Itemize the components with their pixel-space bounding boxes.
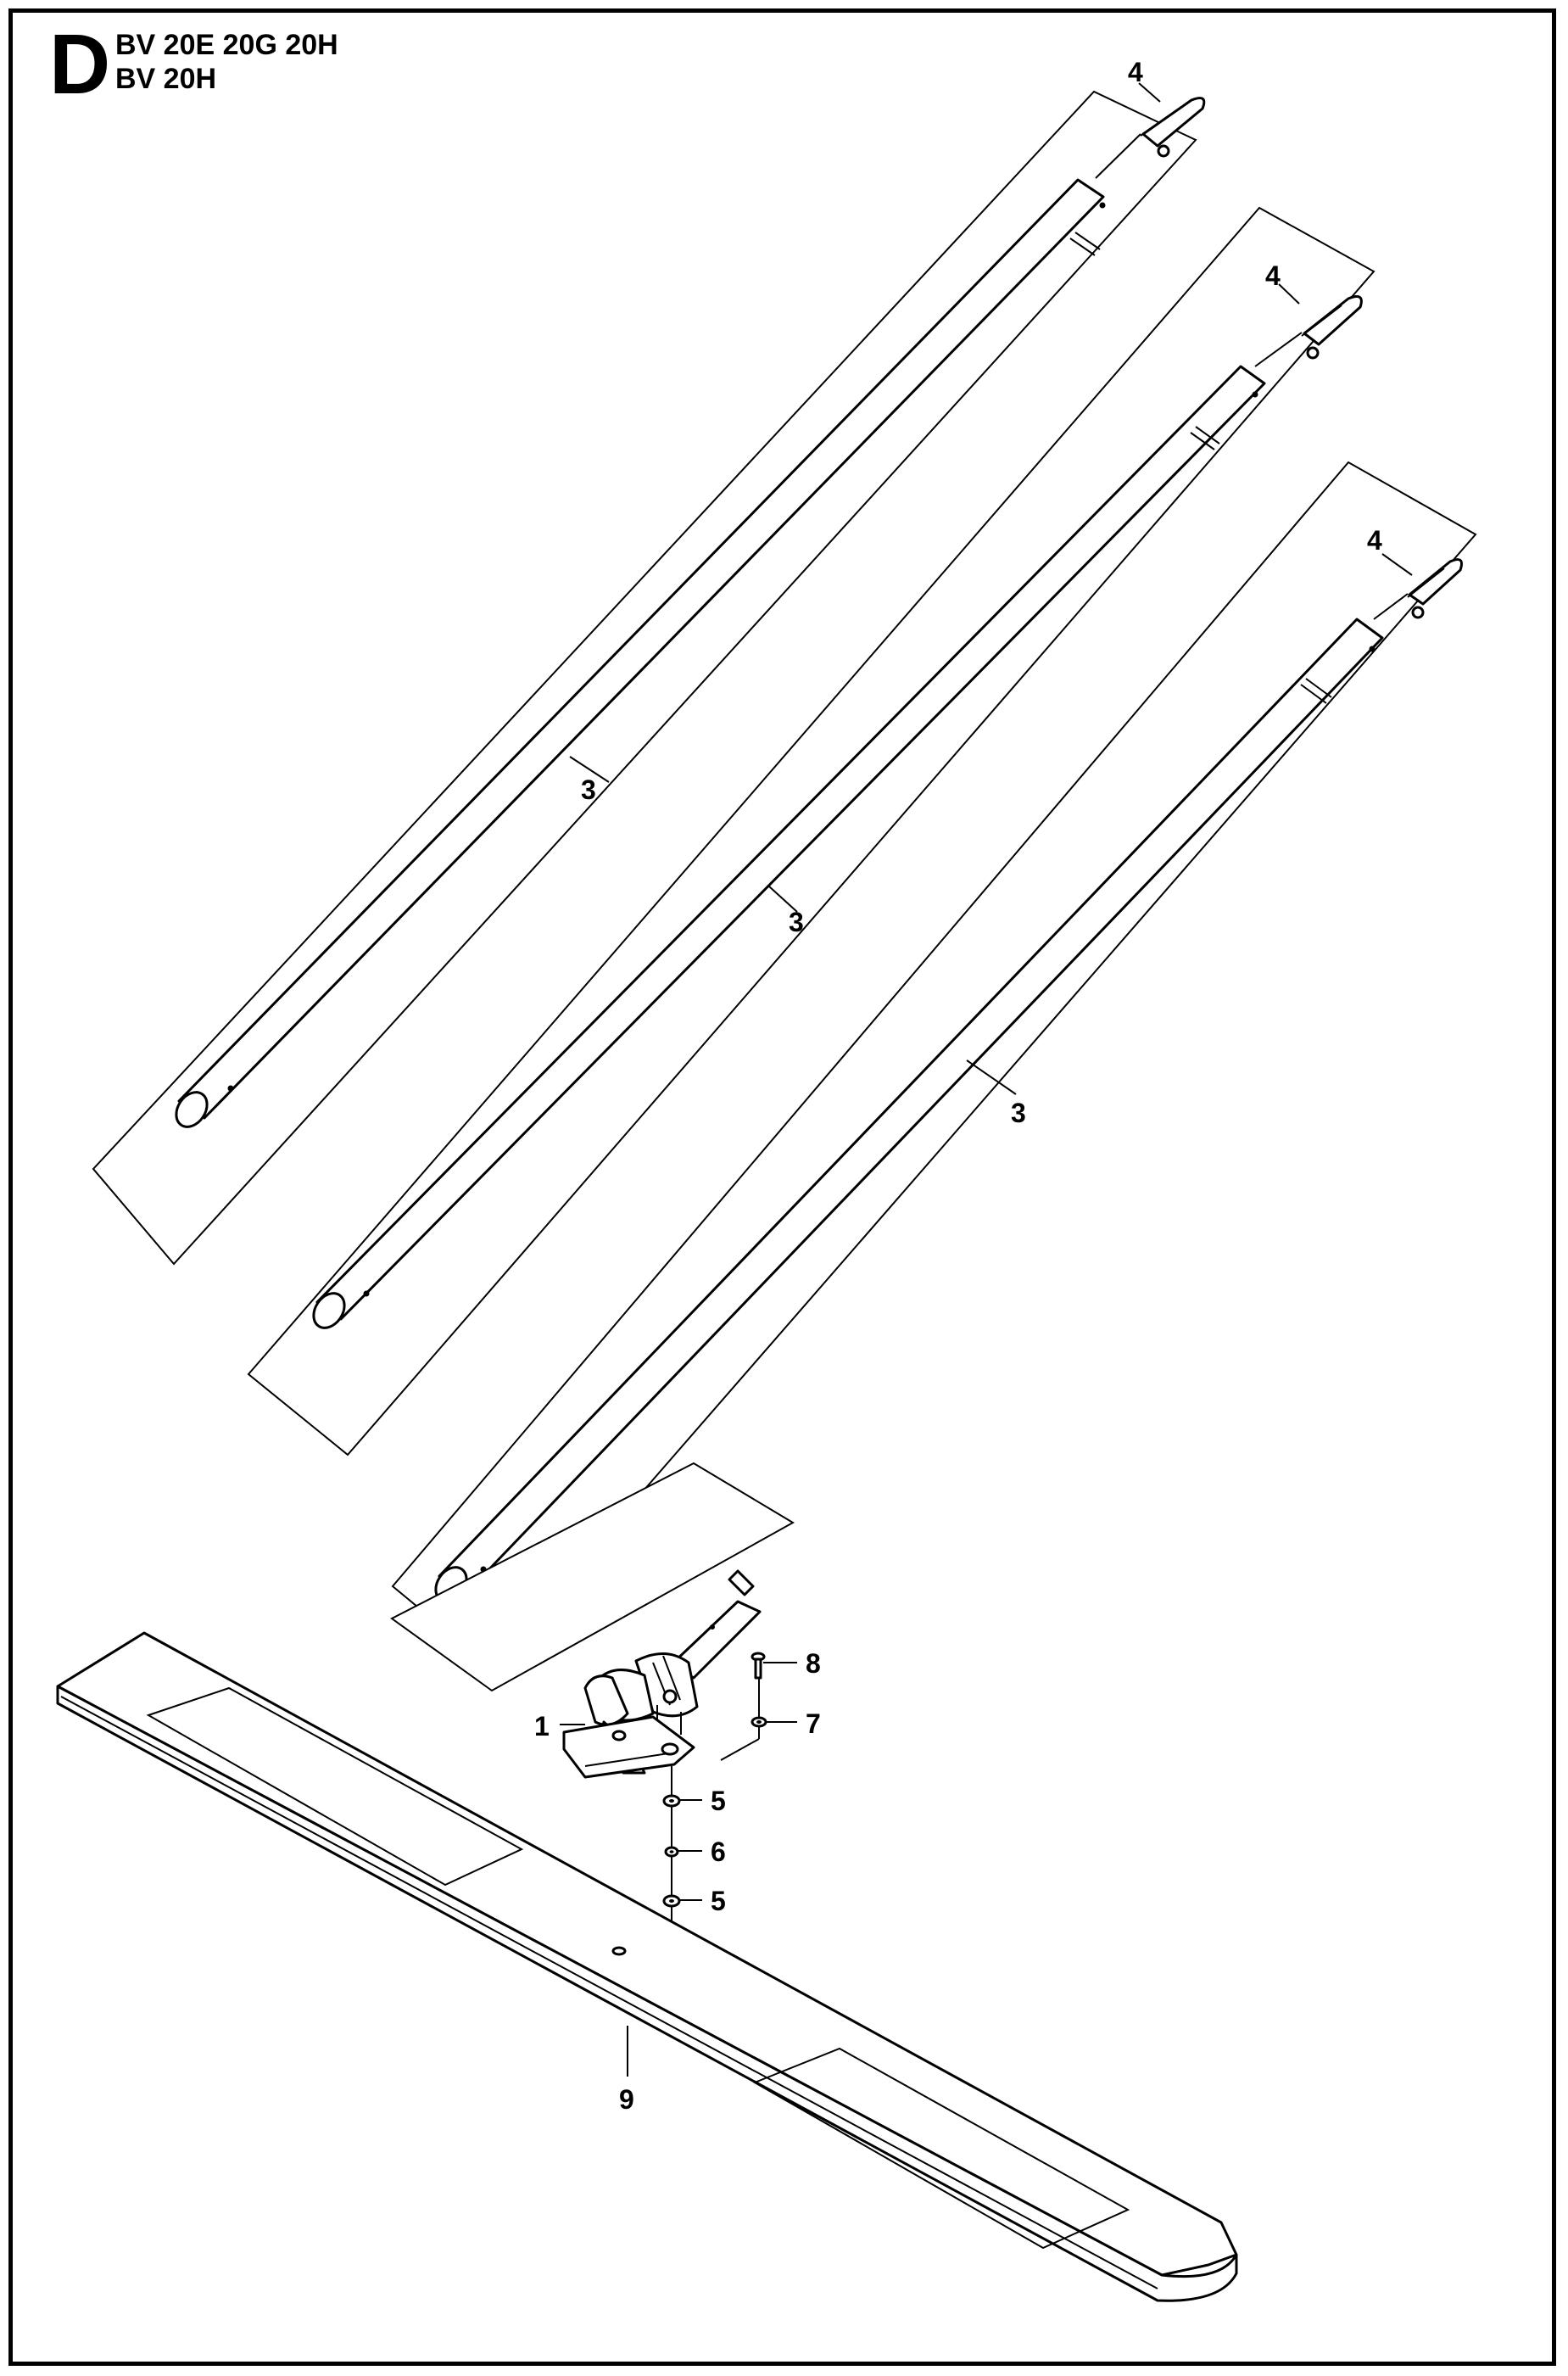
end-cap-pin-1 — [1157, 144, 1170, 158]
float-plate-recess-2 — [752, 2047, 1130, 2250]
fastener-axis-screw-jog — [720, 1738, 760, 1761]
end-cap-1 — [1095, 97, 1206, 179]
tube-handle-2 — [247, 206, 1375, 1456]
callout-tube-handle-3: 3 — [1011, 1098, 1026, 1128]
end-cap-clip-3 — [1408, 558, 1463, 606]
callout-tube-handle-1: 3 — [581, 774, 596, 805]
end-cap-line-3 — [1407, 567, 1445, 598]
tube-joint-3 — [1305, 678, 1332, 698]
pin-hole-2b — [363, 1290, 370, 1297]
pivot-bolt — [662, 1689, 678, 1704]
tube-open-end-2 — [312, 1292, 346, 1329]
collar-line-b — [662, 1655, 681, 1701]
leader-tube-handle-2 — [768, 886, 798, 913]
tube-open-end-1 — [175, 1091, 209, 1128]
base-plate-hole-1 — [661, 1742, 679, 1756]
model-line-2: BV 20H — [115, 63, 217, 95]
tube-joint-1 — [1074, 232, 1101, 250]
end-cap-clip-1 — [1141, 97, 1206, 148]
callout-washer-upper: 5 — [711, 1786, 726, 1816]
tube-body-1 — [177, 178, 1105, 1120]
end-cap-stem-3 — [1373, 593, 1409, 620]
leader-end-cap-3 — [1381, 553, 1413, 576]
callout-screw: 8 — [806, 1648, 821, 1679]
end-cap-pin-3 — [1411, 606, 1425, 619]
shadow-plane-bracket — [390, 1462, 795, 1692]
float-plate-edge-line — [60, 1696, 1158, 2289]
tube-handle-1 — [92, 90, 1197, 1266]
callout-end-cap-3: 4 — [1367, 525, 1382, 556]
end-cap-3 — [1373, 558, 1463, 620]
washer-small — [751, 1716, 767, 1728]
end-cap-clip-2 — [1303, 295, 1363, 346]
callout-bracket-assembly: 1 — [534, 1711, 550, 1741]
float-plate-recess-1 — [146, 1686, 524, 1887]
pin-hole-3a — [1369, 646, 1375, 652]
tube-joint-1b — [1069, 238, 1096, 256]
end-cap-stem-2 — [1254, 332, 1303, 367]
washer-lower — [662, 1894, 681, 1908]
bracket-assembly — [390, 1462, 795, 1779]
end-cap-pin-2 — [1306, 346, 1320, 360]
pin-hole-2a — [1252, 391, 1258, 398]
callout-end-cap-2: 4 — [1265, 260, 1281, 291]
leader-tube-handle-1 — [569, 756, 610, 783]
tube-joint-2 — [1195, 426, 1220, 444]
bracket-base-plate — [562, 1715, 695, 1779]
callout-end-cap-1: 4 — [1128, 57, 1143, 87]
end-cap-line-1 — [1140, 105, 1184, 137]
float-plate-hole — [611, 1946, 627, 1956]
callout-washer-lower: 5 — [711, 1886, 726, 1916]
float-plate-edge — [56, 1685, 1238, 2302]
diagram-frame — [8, 8, 1556, 2366]
washer-upper — [662, 1794, 681, 1808]
pin-hole-1a — [1099, 202, 1106, 209]
leader-end-cap-1 — [1138, 82, 1161, 103]
base-plate-hole-2 — [611, 1730, 627, 1741]
pin-hole-1b — [227, 1085, 234, 1092]
tube-joint-3b — [1300, 684, 1327, 704]
callout-washer-small: 7 — [806, 1708, 821, 1739]
spring-washer — [664, 1846, 679, 1858]
end-cap-stem-1 — [1095, 133, 1141, 179]
callout-tube-handle-2: 3 — [789, 907, 804, 937]
section-letter: D — [49, 17, 111, 112]
bracket-spigot-tip — [728, 1569, 755, 1596]
spigot-hole — [710, 1624, 715, 1630]
base-plate-edge — [584, 1752, 675, 1767]
tube-joint-2b — [1190, 432, 1215, 450]
leader-tube-handle-3 — [966, 1059, 1017, 1095]
screw — [751, 1652, 766, 1680]
end-cap-line-2 — [1301, 305, 1342, 337]
model-line-1: BV 20E 20G 20H — [115, 29, 338, 61]
leader-end-cap-2 — [1278, 283, 1300, 305]
callout-spring-washer: 6 — [711, 1837, 726, 1867]
end-cap-2 — [1254, 295, 1363, 367]
bracket-spigot — [670, 1600, 762, 1680]
callout-float-plate: 9 — [619, 2084, 634, 2115]
float-plate — [56, 1631, 1238, 2302]
